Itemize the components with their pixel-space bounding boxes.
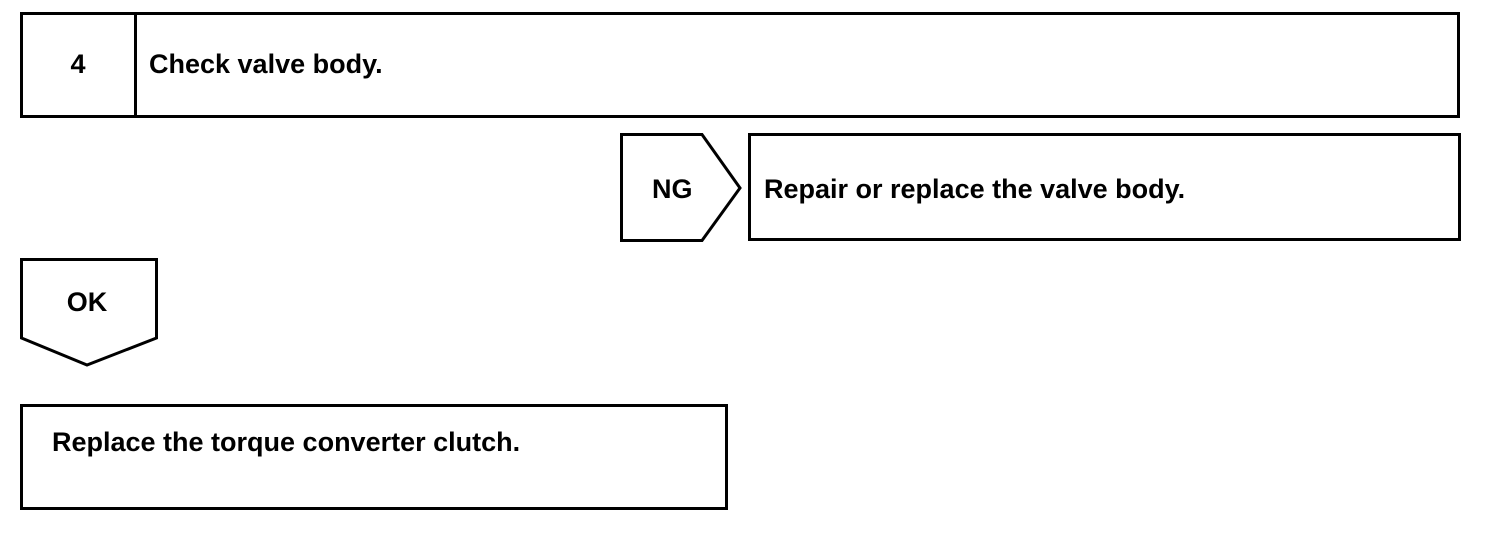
ng-label: NG	[652, 174, 693, 204]
ng-arrow-tag	[620, 133, 742, 242]
ng-action-text: Repair or replace the valve body.	[764, 174, 1186, 204]
ok-label: OK	[66, 287, 108, 317]
step-title: Check valve body.	[149, 49, 383, 79]
ng-action-box	[748, 133, 1461, 241]
ok-arrow-tag	[20, 258, 158, 367]
ok-action-text: Replace the torque converter clutch.	[52, 427, 521, 457]
ok-action-box	[20, 404, 728, 510]
step-number: 4	[70, 49, 86, 79]
step-box	[20, 12, 1460, 118]
